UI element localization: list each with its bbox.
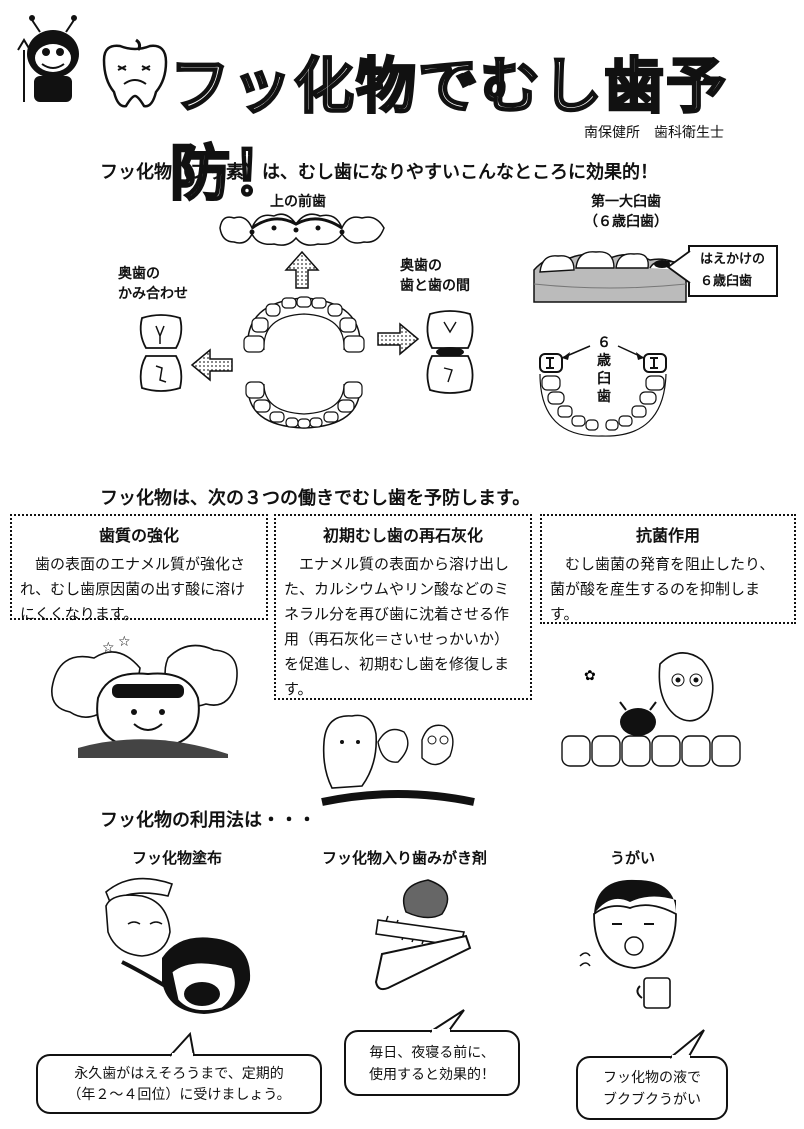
benefit-title: 歯質の強化 [98,526,179,545]
svg-text:☆: ☆ [118,634,131,650]
antibacterial-illustration: ✿ [561,652,741,767]
molar-gap-illustration [426,310,474,394]
method-title-application: フッ化物塗布 [132,849,223,867]
bubble-tail-icon [429,1009,465,1034]
label-molar-gap: 奥歯の 歯と歯の間 [400,258,470,294]
left-arrow-icon [190,348,233,382]
label-first-molar: 第一大臼歯 （６歳臼歯） [584,194,668,230]
benefit-body: エナメル質の表面から溶け出した、カルシウムやリン酸などのミネラル分を再び歯に沈着… [284,555,510,698]
molar-bite-illustration [139,314,183,392]
benefit-title: 初期むし歯の再石灰化 [322,526,483,545]
upper-front-teeth-illustration [219,213,385,246]
section-how-heading: フッ化物は、次の３つの働きでむし歯を予防します。 [100,488,531,509]
author-credit: 南保健所 歯科衛生士 [584,125,724,141]
germ-mascot-illustration [17,15,79,102]
toothpaste-brush-illustration [374,879,472,991]
boy-rinsing-illustration [579,879,677,1009]
benefit-title: 抗菌作用 [635,526,700,545]
bubble-tail-icon [169,1031,195,1058]
benefit-box-antibacterial: 抗菌作用 むし歯菌の発育を阻止したり、菌が酸を産生するのを抑制します。 [540,514,796,624]
note-toothpaste: 毎日、夜寝る前に、 使用すると効果的！ [344,1030,520,1096]
dental-arch-illustration [243,296,365,429]
right-arrow-icon [377,322,420,356]
erupting-label-line2: ６歳臼歯 [700,274,753,289]
section-usage-heading: フッ化物の利用法は・・・ [100,810,316,831]
erupting-label-line1: はえかけの [700,252,766,267]
method-title-toothpaste: フッ化物入り歯みがき剤 [322,849,488,867]
benefit-box-enamel: 歯質の強化 歯の表面のエナメル質が強化され、むし歯原因菌の出す酸に溶けにくくなり… [10,514,268,623]
lower-arch-six-molar-illustration [539,345,667,437]
sad-tooth-mascot-illustration [102,38,168,108]
svg-text:☆: ☆ [102,640,115,656]
dentist-applying-fluoride-illustration [105,877,251,1014]
up-arrow-icon [284,250,320,289]
benefit-box-remineralization: 初期むし歯の再石灰化 エナメル質の表面から溶け出した、カルシウムやリン酸などのミ… [274,514,532,700]
label-front-teeth: 上の前歯 [270,194,326,210]
method-title-rinse: うがい [610,849,656,867]
label-six-year-molar-vertical: ６ 歳 臼 歯 [597,335,611,405]
note-rinse: フッ化物の液で ブクブクうがい [576,1056,728,1120]
strong-tooth-illustration: ☆☆ [51,634,238,758]
label-molar-bite: 奥歯の かみ合わせ [118,266,188,302]
remineralization-illustration [321,714,475,806]
erupting-molar-illustration [533,251,687,303]
bubble-tail-icon [669,1029,705,1060]
svg-text:✿: ✿ [584,668,596,684]
callout-pointer-icon [666,250,691,284]
page-title: フッ化物でむし歯予防！ [169,51,728,211]
note-application: 永久歯がはえそろうまで、定期的 （年２〜４回位）に受けましょう。 [36,1054,322,1114]
erupting-molar-callout: はえかけの ６歳臼歯 [666,245,778,297]
benefit-body: むし歯菌の発育を阻止したり、菌が酸を産生するのを抑制します。 [550,555,775,623]
section-where-heading: フッ化物（フッ素）は、むし歯になりやすいこんなところに効果的！ [100,162,658,183]
benefit-body: 歯の表面のエナメル質が強化され、むし歯原因菌の出す酸に溶けにくくなります。 [20,555,246,623]
